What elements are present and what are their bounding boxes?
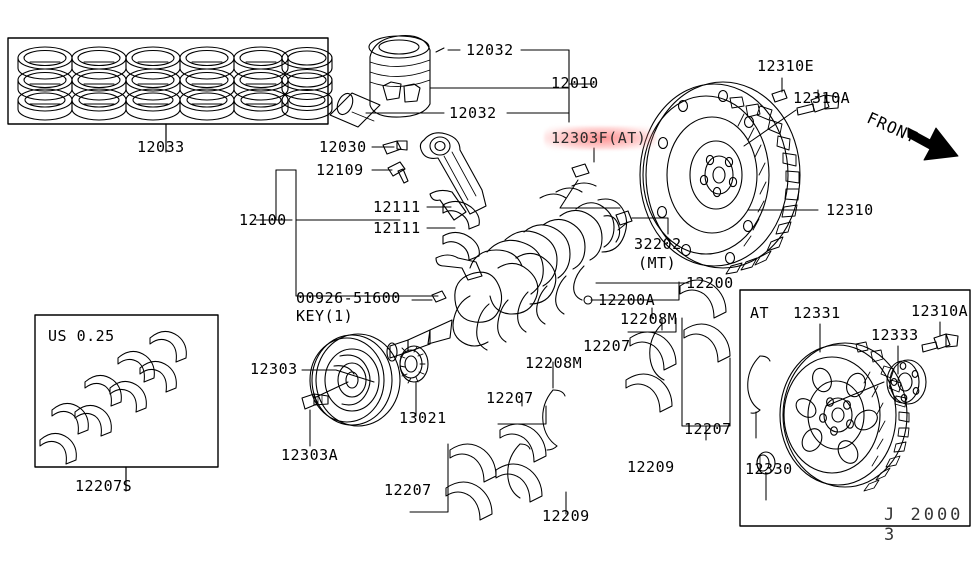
drive-plate-12333 (886, 359, 927, 405)
front-arrow (907, 127, 959, 161)
label-12208m-left[interactable]: 12208M (525, 354, 583, 372)
crank-pulley (309, 333, 401, 427)
label-12207-center[interactable]: 12207 (486, 389, 534, 407)
label-12032-bottom[interactable]: 12032 (449, 104, 497, 122)
label-12207-mid-upper[interactable]: 12207 (583, 337, 631, 355)
piston-ring-set (17, 46, 333, 121)
connecting-rod-assembly (382, 132, 487, 281)
flywheel-mt (639, 81, 801, 275)
highlight-12303f (544, 126, 656, 150)
label-12209-bottom[interactable]: 12209 (542, 507, 590, 525)
label-12303[interactable]: 12303 (250, 360, 298, 378)
label-at: AT (750, 304, 770, 322)
flywheel-bolt (796, 94, 840, 116)
label-12310e[interactable]: 12310E (757, 57, 815, 75)
piston-assembly (329, 35, 431, 128)
label-12330[interactable]: 12330 (745, 460, 793, 478)
label-12310a-at[interactable]: 12310A (911, 302, 969, 320)
label-key-1[interactable]: KEY(1) (296, 307, 354, 325)
pulley-bolt (301, 393, 329, 410)
label-12100[interactable]: 12100 (239, 211, 287, 229)
pilot-bushing (615, 210, 633, 226)
label-12111-lower[interactable]: 12111 (373, 219, 421, 237)
label-12208m-right[interactable]: 12208M (620, 310, 678, 328)
label-12207s[interactable]: 12207S (75, 477, 133, 495)
label-12209-right[interactable]: 12209 (627, 458, 675, 476)
label-12303a[interactable]: 12303A (281, 446, 339, 464)
label-12331[interactable]: 12331 (793, 304, 841, 322)
label-12207-lower-left[interactable]: 12207 (384, 481, 432, 499)
part-12303f (571, 163, 590, 178)
main-bearing-shells (445, 279, 771, 521)
flexplate-bolt (921, 333, 959, 353)
label-32202[interactable]: 32202 (634, 235, 682, 253)
crankshaft (386, 182, 628, 362)
label-32202-mt[interactable]: (MT) (638, 254, 677, 272)
label-12200a[interactable]: 12200A (598, 291, 656, 309)
dowel-pin (771, 89, 788, 103)
label-12032-top[interactable]: 12032 (466, 41, 514, 59)
label-12010[interactable]: 12010 (551, 74, 599, 92)
label-12310[interactable]: 12310 (826, 201, 874, 219)
flexplate-at (779, 341, 910, 492)
label-12033[interactable]: 12033 (137, 138, 185, 156)
label-12207-right[interactable]: 12207 (684, 420, 732, 438)
label-12303f-at[interactable]: 12303F(AT) (551, 129, 647, 147)
watermark-text: J 2000 3 (884, 505, 964, 545)
label-13021[interactable]: 13021 (399, 409, 447, 427)
label-12111-upper[interactable]: 12111 (373, 198, 421, 216)
label-12200[interactable]: 12200 (686, 274, 734, 292)
crank-sprocket (399, 345, 429, 384)
label-us-025: US 0.25 (48, 327, 115, 345)
label-12030[interactable]: 12030 (319, 138, 367, 156)
undersize-bearing-set (39, 330, 187, 465)
label-12109[interactable]: 12109 (316, 161, 364, 179)
label-00926-51600[interactable]: 00926-51600 (296, 289, 401, 307)
woodruff-key (431, 290, 447, 303)
label-12310a[interactable]: 12310A (793, 89, 851, 107)
label-12333[interactable]: 12333 (871, 326, 919, 344)
